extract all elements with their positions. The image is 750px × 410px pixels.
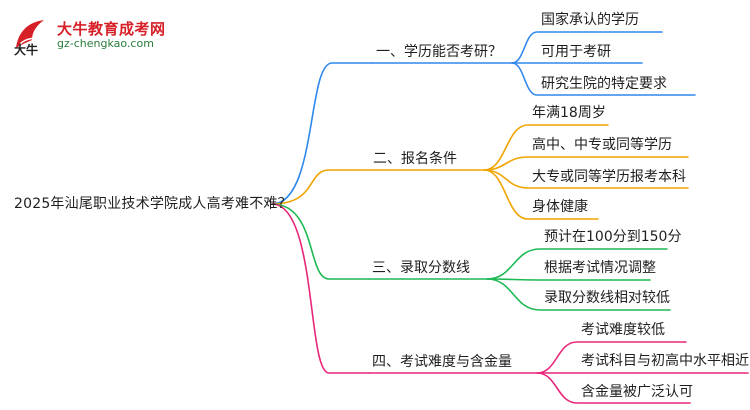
branch-3-leaf-1: 预计在100分到150分 xyxy=(544,229,682,245)
branch-1-leaf-2: 可用于考研 xyxy=(541,44,611,60)
branch-2-leaf-1-connector xyxy=(483,124,609,171)
branch-3-leaf-2: 根据考试情况调整 xyxy=(544,260,656,276)
branch-1-label: 一、学历能否考研？ xyxy=(376,44,502,60)
branch-2-leaf-4-connector xyxy=(483,169,599,220)
branch-1-leaf-3-connector xyxy=(511,62,696,96)
branch-1-connector xyxy=(271,62,373,205)
branch-4-leaf-1: 考试难度较低 xyxy=(581,322,665,338)
branch-2-leaf-1: 年满18周岁 xyxy=(532,105,606,121)
branch-2-label: 二、报名条件 xyxy=(373,151,457,167)
branch-2-leaf-2-connector xyxy=(483,156,689,171)
branch-4-leaf-3-connector xyxy=(536,372,691,404)
branch-4-leaf-3: 含金量被广泛认可 xyxy=(581,384,693,400)
bull-logo-icon: 大牛 xyxy=(14,20,44,56)
branch-4-leaf-1-connector xyxy=(536,341,687,374)
branch-3-leaf-3: 录取分数线相对较低 xyxy=(544,290,670,306)
branch-4-label: 四、考试难度与含金量 xyxy=(372,354,512,370)
root-topic: 2025年汕尾职业技术学院成人高考难不难？ xyxy=(14,196,292,212)
branch-1-leaf-1-connector xyxy=(511,31,663,64)
branch-3-leaf-2-connector xyxy=(486,278,651,281)
branch-1-leaf-1: 国家承认的学历 xyxy=(541,12,639,28)
branch-2-connector xyxy=(271,169,370,205)
site-logo[interactable]: 大牛 大牛教育成考网 gz-chengkao.com xyxy=(10,14,185,56)
branch-2-leaf-3: 大专或同等学历报考本科 xyxy=(532,169,686,185)
branch-3-leaf-1-connector xyxy=(486,248,668,280)
branch-3-connector xyxy=(271,203,370,280)
branch-4-connector xyxy=(271,203,370,374)
logo-name: 大牛教育成考网 xyxy=(57,20,166,38)
branch-4-leaf-2: 考试科目与初高中水平相近 xyxy=(581,353,749,369)
branch-1-leaf-3: 研究生院的特定要求 xyxy=(541,76,667,92)
branch-2-leaf-4: 身体健康 xyxy=(532,199,588,215)
branch-3-label: 三、录取分数线 xyxy=(372,260,470,276)
logo-mark-text: 大牛 xyxy=(14,42,38,56)
logo-url: gz-chengkao.com xyxy=(57,37,154,50)
branch-2-leaf-2: 高中、中专或同等学历 xyxy=(532,137,672,153)
branch-3-leaf-3-connector xyxy=(486,278,671,311)
